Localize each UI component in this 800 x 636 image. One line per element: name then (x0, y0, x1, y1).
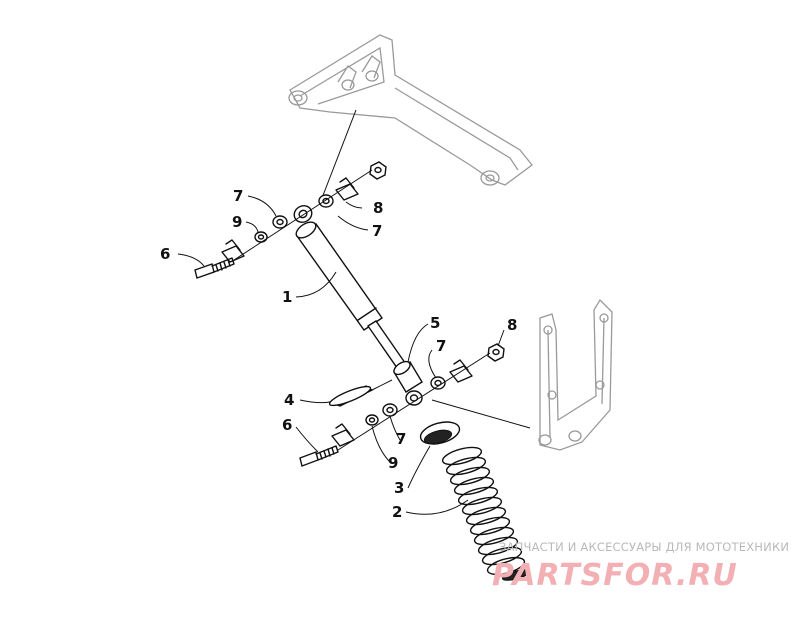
lower-bracket-ghost (538, 298, 613, 451)
callout-7-bottom: 7 (396, 430, 406, 448)
callout-4: 4 (284, 391, 294, 409)
callout-6-bottom: 6 (282, 416, 292, 434)
callout-leaders (177, 195, 505, 515)
upper-a-arm-ghost (288, 34, 533, 186)
callout-2: 2 (392, 503, 402, 521)
watermark-logo: PARTSFOR.RU (492, 558, 738, 593)
callout-6-top: 6 (160, 245, 170, 263)
callout-8-top: 8 (373, 199, 383, 217)
alignment-lines (321, 109, 531, 429)
callout-8-right: 8 (507, 316, 517, 334)
callout-9-bottom: 9 (388, 454, 398, 472)
callout-5: 5 (430, 314, 440, 332)
callout-3: 3 (394, 479, 404, 497)
spring-adjuster (328, 379, 393, 407)
callout-7-top-right: 7 (372, 222, 382, 240)
callout-9-top: 9 (232, 213, 242, 231)
shock-absorber (293, 205, 423, 406)
spring-seat (419, 421, 461, 445)
callout-7-mid: 7 (436, 337, 446, 355)
callout-labels: 1 2 3 4 5 6 6 7 7 7 7 8 8 9 9 (160, 187, 517, 521)
coil-spring (441, 446, 531, 581)
callout-7-top-left: 7 (233, 187, 243, 205)
top-hardware (194, 161, 387, 279)
watermark: ЗАПЧАСТИ И АКСЕССУАРЫ ДЛЯ МОТОТЕХНИКИ PA… (492, 540, 789, 593)
watermark-caption: ЗАПЧАСТИ И АКСЕССУАРЫ ДЛЯ МОТОТЕХНИКИ (499, 540, 789, 554)
callout-1: 1 (282, 288, 292, 306)
